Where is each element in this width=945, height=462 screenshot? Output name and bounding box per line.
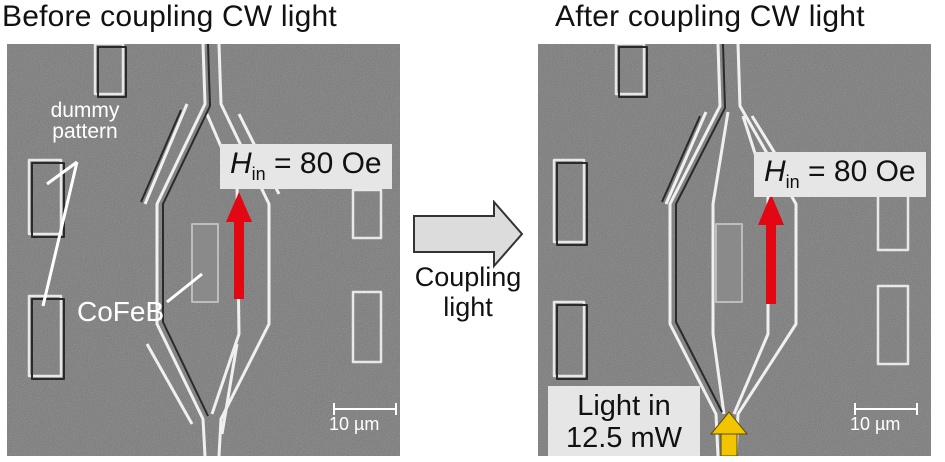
light-power-label: Light in 12.5 mW (548, 386, 700, 456)
dummy-pattern-rects (27, 44, 383, 378)
left-panel-title: Before coupling CW light (2, 0, 337, 33)
coupling-arrow (413, 200, 524, 269)
waveguide-outline (143, 44, 281, 456)
field-arrow-right (758, 194, 784, 304)
cofeb-label: CoFeB (77, 296, 165, 327)
field-subscript: in (251, 164, 266, 184)
light-line2: 12.5 mW (565, 422, 683, 454)
cofeb-region-right (715, 223, 743, 303)
right-field-label: Hin = 80 Oe (754, 152, 926, 197)
left-field-label: Hin = 80 Oe (220, 144, 392, 189)
right-panel-title: After coupling CW light (555, 0, 865, 33)
cofeb-region (191, 223, 219, 303)
field-arrow (226, 192, 252, 299)
right-scale-bar: 10 µm (850, 403, 918, 434)
left-device-drawing (7, 44, 400, 456)
left-scale-label: 10 µm (329, 414, 380, 434)
field-subscript-right: in (785, 172, 800, 192)
coupling-line1: Coupling (414, 262, 522, 292)
field-value-right: = 80 Oe (808, 155, 916, 188)
dummy-pattern-label: dummy pattern (50, 99, 120, 143)
coupling-light-label: Coupling light (403, 262, 533, 322)
field-value: = 80 Oe (274, 147, 382, 180)
field-symbol: H (230, 147, 252, 180)
coupling-line2: light (443, 292, 493, 322)
light-line1: Light in (577, 390, 671, 422)
right-sem-image: Hin = 80 Oe Light in 12.5 mW 10 µm (538, 44, 931, 456)
light-in-arrow (709, 411, 749, 456)
left-sem-image: Hin = 80 Oe dummy pattern CoFeB 10 µm (7, 44, 400, 456)
field-symbol-right: H (764, 155, 786, 188)
left-scale-bar: 10 µm (329, 403, 397, 434)
right-scale-label: 10 µm (850, 414, 901, 434)
